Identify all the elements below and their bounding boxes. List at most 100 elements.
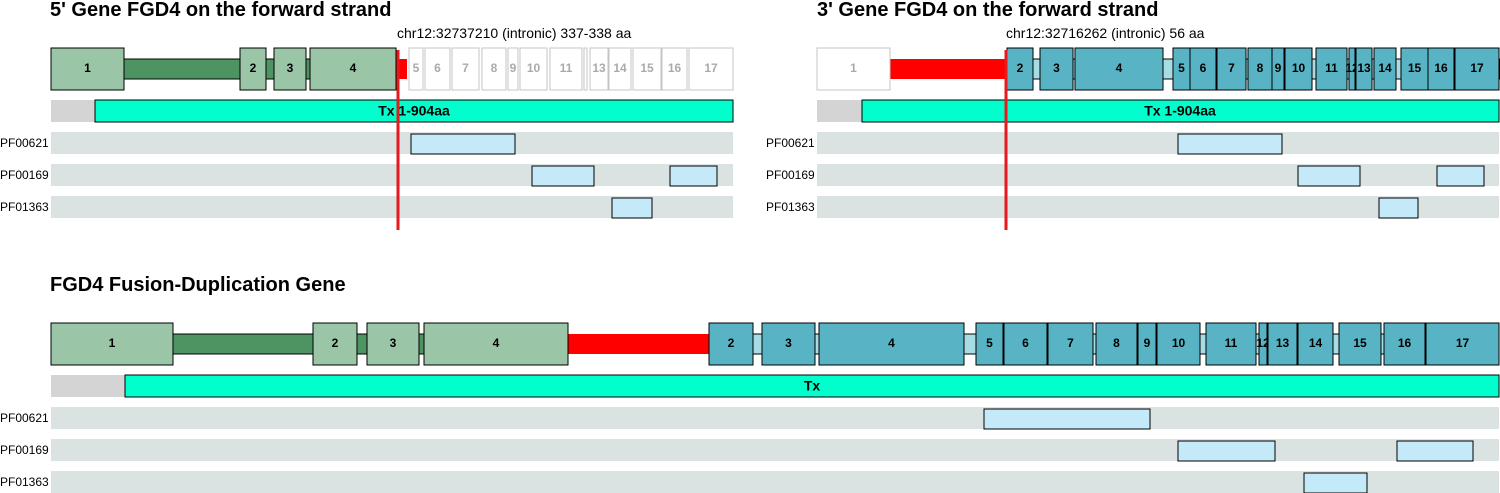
fusion-3prime-exon-label-5: 5 <box>986 336 993 350</box>
panel5-exon-label-13: 13 <box>592 61 606 75</box>
panel5-exon-12 <box>583 47 588 91</box>
fusion-3prime-exon-label-3: 3 <box>785 336 792 350</box>
fusion-3prime-exon-8 <box>1095 322 1138 366</box>
panel5-exon-5 <box>408 47 424 91</box>
panel5-exon-17 <box>688 47 734 91</box>
panel5-domain-label-PF00621: PF00621 <box>0 136 49 150</box>
intron-5prime-1 <box>123 58 241 80</box>
panel3-exon-label-17: 17 <box>1470 61 1484 75</box>
panel3-exon-label-11: 11 <box>1325 61 1338 75</box>
panel5-exon-3 <box>273 47 307 91</box>
transcript-bar-5prime: Tx 1-904aa <box>51 99 734 123</box>
panel-3prime-title: 3' Gene FGD4 on the forward strand <box>817 0 1158 21</box>
panel-fusion-title: FGD4 Fusion-Duplication Gene <box>50 274 346 296</box>
panel5-exon-label-6: 6 <box>434 61 441 75</box>
panel3-exon-6 <box>1189 47 1217 91</box>
intron-5prime-3 <box>305 58 311 80</box>
panel5-exon-label-11: 11 <box>560 61 573 75</box>
panel5-exon-label-14: 14 <box>613 61 627 75</box>
panel3-domain-track-PF00169 <box>817 164 1499 186</box>
fusion-5prime-exon-label-3: 3 <box>390 336 397 350</box>
breakpoint-3prime-label: chr12:32716262 (intronic) 56 aa <box>1006 25 1205 41</box>
fusion-3prime-exon-label-13: 13 <box>1276 336 1290 350</box>
panel5-exon-label-16: 16 <box>668 61 682 75</box>
fusion-domain-label-PF00621: PF00621 <box>0 411 49 425</box>
panel5-exon-label-15: 15 <box>640 61 654 75</box>
fusion-3prime-exon-13 <box>1267 322 1298 366</box>
fusion-3prime-exon-5 <box>975 322 1004 366</box>
panel3-exon-label-16: 16 <box>1434 61 1448 75</box>
panel5-exon-6 <box>424 47 451 91</box>
panel-3prime: 3' Gene FGD4 on the forward strand chr12… <box>766 0 1500 230</box>
fusion-3prime-exon-4 <box>818 322 965 366</box>
panel3-exon-label-13: 13 <box>1357 61 1371 75</box>
breakpoint-5prime-label: chr12:32737210 (intronic) 337-338 aa <box>397 25 631 41</box>
panel5-exon-label-8: 8 <box>491 61 498 75</box>
transcript-bar-3prime: Tx 1-904aa <box>817 99 1500 123</box>
fusion-3prime-exon-15 <box>1338 322 1382 366</box>
panel5-exon-8 <box>481 47 507 91</box>
fusion-5prime-exon-label-4: 4 <box>493 336 500 350</box>
panel5-domain-box-PF00169-2 <box>669 165 718 187</box>
panel5-exon-14 <box>608 47 632 91</box>
transcript-3prime-label: Tx 1-904aa <box>1144 103 1216 119</box>
fusion-3prime-exon-7 <box>1047 322 1094 366</box>
fusion-3prime-exon-label-14: 14 <box>1309 336 1323 350</box>
fusion-domain-track-PF00169 <box>51 439 1499 461</box>
fusion-3prime-exon-label-2: 2 <box>728 336 735 350</box>
panel3-exon-10 <box>1284 47 1313 91</box>
transcript-3prime <box>861 99 1500 123</box>
panel5-exon-15 <box>632 47 662 91</box>
panel3-exon-label-2: 2 <box>1017 61 1024 75</box>
fusion-3prime-exon-label-9: 9 <box>1144 336 1151 350</box>
panel5-domain-label-PF01363: PF01363 <box>0 200 49 214</box>
panel5-exon-label-9: 9 <box>510 61 517 75</box>
fusion-3prime-exon-3 <box>761 322 816 366</box>
fusion-3prime-exon-label-6: 6 <box>1022 336 1029 350</box>
fusion-domain-box-PF00621-1 <box>983 408 1151 430</box>
panel-5prime-title: 5' Gene FGD4 on the forward strand <box>50 0 391 21</box>
fusion-domain-track-PF01363 <box>51 471 1499 493</box>
panel5-domain-box-PF00169-1 <box>531 165 595 187</box>
panel3-domain-label-PF00169: PF00169 <box>766 168 815 182</box>
panel5-exon-label-17: 17 <box>704 61 718 75</box>
panel3-exon-label-10: 10 <box>1292 61 1306 75</box>
fusion-3prime-exon-label-17: 17 <box>1456 336 1470 350</box>
panel3-exon-label-14: 14 <box>1378 61 1392 75</box>
panel5-domain-track-PF01363 <box>51 196 733 218</box>
fusion-3prime-exon-label-12: 12 <box>1256 336 1270 350</box>
transcript-5prime-label: Tx 1-904aa <box>378 103 450 119</box>
panel3-exon-12 <box>1348 47 1356 91</box>
panel3-exon-7 <box>1216 47 1247 91</box>
intron-fusion-3 <box>418 333 425 355</box>
panel5-exon-4 <box>309 47 397 91</box>
panel5-domain-box-PF01363-1 <box>611 197 653 219</box>
utr-5prime <box>51 100 95 122</box>
fusion-3prime-exon-2 <box>708 322 754 366</box>
panel5-exon-13 <box>589 47 609 91</box>
fusion-3prime-exon-16 <box>1383 322 1426 366</box>
panel3-exon-label-7: 7 <box>1228 61 1235 75</box>
panel5-domain-label-PF00169: PF00169 <box>0 168 49 182</box>
fusion-domain-box-PF01363-1 <box>1303 472 1368 493</box>
fusion-3prime-exon-17 <box>1425 322 1500 366</box>
panel-5prime: 5' Gene FGD4 on the forward strand chr12… <box>0 0 734 230</box>
panel5-exon-label-3: 3 <box>287 61 294 75</box>
panel5-exon-7 <box>451 47 480 91</box>
fusion-5prime-exon-2 <box>312 322 358 366</box>
intron-5prime-breakpoint <box>396 59 407 79</box>
panel5-domain-track-PF00169 <box>51 164 733 186</box>
fusion-3prime-exon-label-8: 8 <box>1113 336 1120 350</box>
panel3-domain-box-PF01363-1 <box>1378 197 1419 219</box>
panel3-exon-11 <box>1315 47 1348 91</box>
panel5-domain-box-PF00621-1 <box>410 133 516 155</box>
panel3-exon-label-1: 1 <box>850 61 857 75</box>
panel5-exon-label-4: 4 <box>350 61 357 75</box>
panel3-exon-label-5: 5 <box>1178 61 1185 75</box>
panel3-exon-9 <box>1271 47 1285 91</box>
panel3-exon-14 <box>1373 47 1397 91</box>
